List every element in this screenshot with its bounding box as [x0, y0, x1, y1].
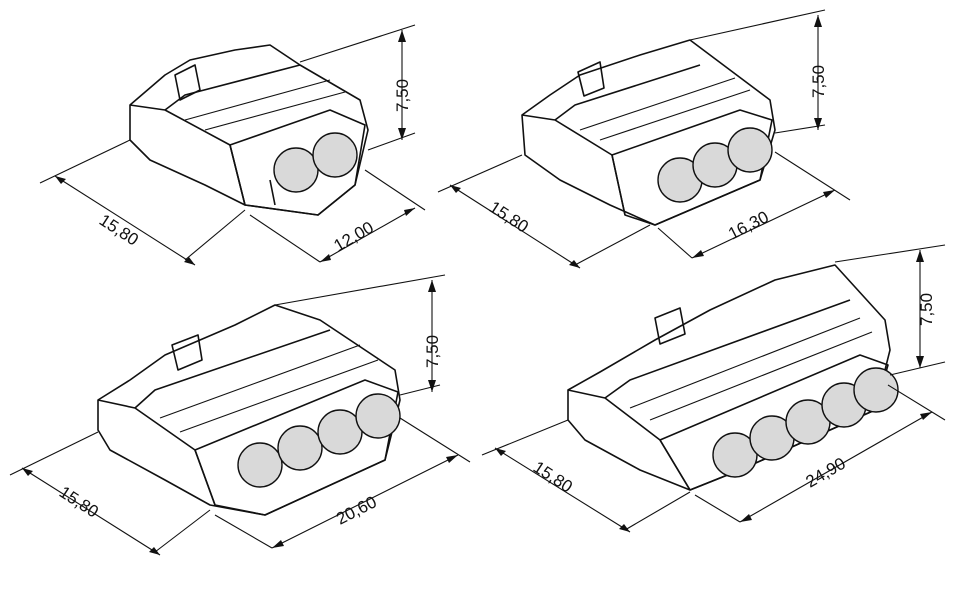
- dimension-height: 7,50: [274, 274, 446, 396]
- dimension-height: 7,50: [834, 244, 946, 376]
- connector-5-pole: 15,80 24,90 7,50: [481, 244, 946, 533]
- connector-3-pole: 15,80 16,30 7,50: [437, 9, 851, 269]
- length-label: 24,90: [803, 454, 849, 492]
- dimension-width: 15,80: [437, 154, 651, 269]
- housing: [567, 264, 891, 491]
- wire-hole: [312, 132, 358, 178]
- wire-hole: [273, 147, 319, 193]
- wire-entry-holes: [657, 127, 773, 203]
- dimension-width: 15,80: [39, 139, 246, 266]
- width-label: 15,80: [530, 457, 576, 496]
- wire-hole: [237, 442, 283, 488]
- wire-hole: [853, 367, 899, 413]
- wire-hole: [277, 425, 323, 471]
- wire-entry-holes: [712, 367, 899, 478]
- connector-4-pole: 15,80 20,60 7,50: [9, 274, 471, 556]
- housing: [97, 304, 401, 516]
- height-label: 7,50: [393, 79, 412, 112]
- dimension-width: 15,80: [481, 419, 691, 533]
- height-label: 7,50: [917, 293, 936, 326]
- wire-entry-holes: [273, 132, 358, 193]
- wire-entry-holes: [237, 393, 401, 488]
- dimension-length: 12,00: [249, 169, 426, 263]
- height-label: 7,50: [423, 335, 442, 368]
- height-label: 7,50: [809, 65, 828, 98]
- length-label: 12,00: [331, 218, 377, 256]
- width-label: 15,80: [486, 197, 532, 236]
- length-label: 20,60: [333, 492, 380, 528]
- housing: [521, 39, 776, 226]
- dimension-height: 7,50: [689, 9, 828, 134]
- length-label: 16,30: [725, 207, 772, 243]
- dimension-height: 7,50: [299, 24, 416, 151]
- connector-2-pole: 15,80 12,00 7,50: [39, 24, 426, 266]
- wire-hole: [355, 393, 401, 439]
- width-label: 15,80: [56, 482, 102, 521]
- housing: [129, 44, 369, 216]
- wire-hole: [727, 127, 773, 173]
